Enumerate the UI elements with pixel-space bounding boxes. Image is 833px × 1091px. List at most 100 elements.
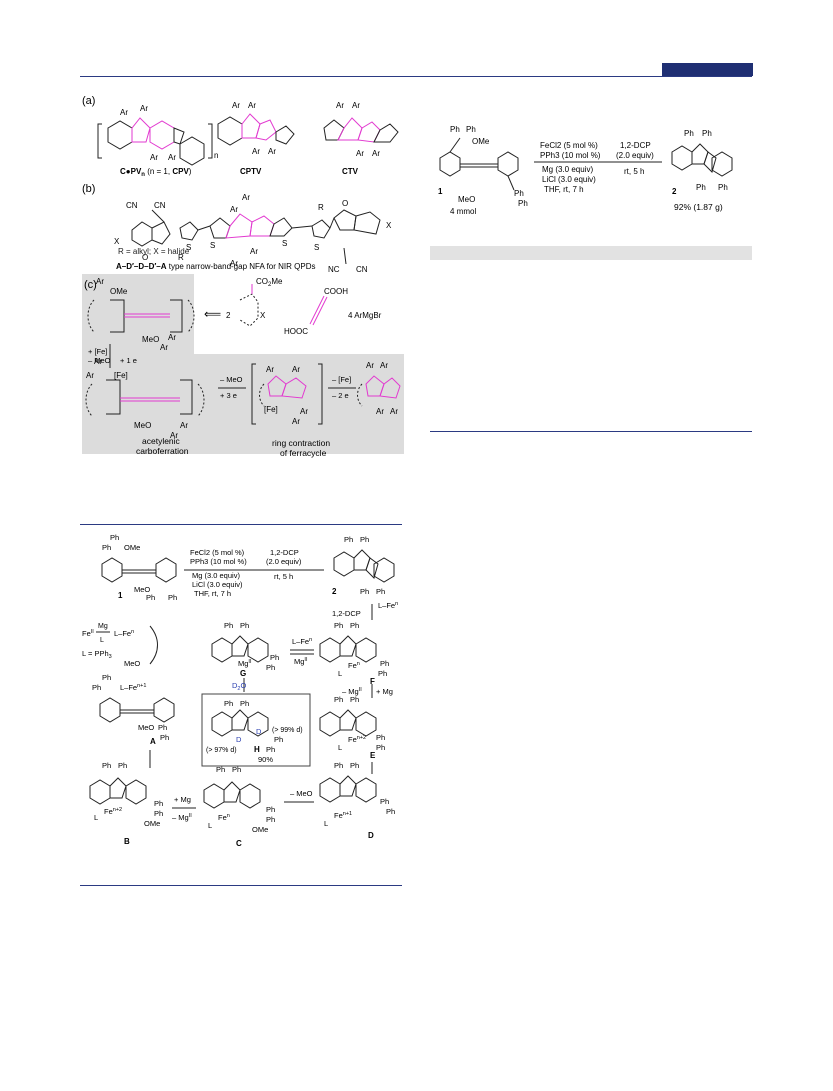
nfa-o2: O [342,199,348,208]
m-e-ph1: Ph [334,695,343,704]
nfa-legend-text: R = alkyl; X = halide [118,247,190,256]
c-cooh: COOH [324,287,348,296]
rs-cmpd2 [671,143,733,177]
m-b-ph4: Ph [154,809,163,818]
m-c-ph1: Ph [216,765,225,774]
c-ome1: OMe [110,287,128,296]
nfa-o1: O [142,253,148,262]
rs-cmpd1-amount: 4 mmol [450,207,476,216]
c-fc-ar3: Ar [300,407,308,416]
m-E [319,709,377,737]
m-reagent-2: Mg (3.0 equiv) [192,571,240,580]
m-p-ph3: Ph [360,587,369,596]
nfa-structure [131,209,381,265]
ctv-ar2: Ar [352,101,360,110]
c-caption1b: carboferration [136,446,189,456]
c-step3a: – [Fe] [332,375,351,384]
m-f-ph1: Ph [334,621,343,630]
cpv-caption: C●PVn (n = 1, CPV) [120,167,192,178]
figure-1-svg: (a) Ar Ar Ar Ar n C●PVn (n = 1, CPV) Ar … [82,95,404,458]
c-building-block [239,284,259,327]
m-reagent2-0: 1,2-DCP [270,548,299,557]
m-lfe-out: L–Fen [378,601,398,610]
nfa-r1: R [178,253,184,262]
m-A-label: A [150,737,156,746]
cpv-ar1: Ar [120,108,128,117]
m-bc-plus-mg: + Mg [174,795,191,804]
m-reagent-3: LiCl (3.0 equiv) [192,580,243,589]
m-d-ph4: Ph [386,807,395,816]
c-diacid [309,295,328,326]
rs-cmpd2: 2 [672,187,677,196]
m-cmpd2: 2 [332,587,337,596]
nfa-ar3: Ar [250,247,258,256]
rs-p-ph4: Ph [718,183,728,192]
m-B [89,777,147,805]
m-ph4: Ph [168,593,177,602]
m-H [211,709,269,737]
rs-ph4: Ph [518,199,528,208]
m-fe-ii: FeII [82,629,94,638]
cptv-ar1: Ar [232,101,240,110]
c-step1b: – MeO [88,356,111,365]
c-fc-ar4: Ar [292,417,300,426]
m-meo: MeO [134,585,150,594]
rs-reagent-3: LiCl (3.0 equiv) [542,175,596,184]
c-step3b: – 2 e [332,391,349,400]
rs-cmpd1: 1 [438,187,443,196]
cpv-ar3: Ar [150,153,158,162]
panel-a-label: (a) [82,95,95,107]
m-h-ph3: Ph [274,735,283,744]
c-int1-ar2: Ar [86,371,94,380]
m-H-label: H [254,745,260,754]
mechanism-svg: Ph Ph OMe MeO Ph Ph 1 FeCl2 (5 mol %) PP… [82,533,398,848]
rs-p-ph1: Ph [684,129,694,138]
m-d-fe: Fen+1 [334,811,352,820]
m-g-mg: MgII [238,659,252,668]
m-e-ph3: Ph [376,733,385,742]
m-a-ph2: Ph [92,683,101,692]
c-two: 2 [226,311,231,320]
rs-reagent-2: Mg (3.0 equiv) [542,165,593,174]
m-F [319,635,377,663]
cpv-structure [97,117,213,166]
c-ferracycle [251,363,323,425]
rs-reagent-0: FeCl2 (5 mol %) [540,141,598,150]
m-d2o: D2O [232,681,246,692]
c-p-ar4: Ar [390,407,398,416]
mech-bottom-rule [80,885,402,886]
m-reagent-0: FeCl2 (5 mol %) [190,548,245,557]
cpv-n: n [214,151,218,160]
m-d-ph1: Ph [334,761,343,770]
m-mg-label: Mg [98,623,108,630]
mechanism-scheme: Ph Ph OMe MeO Ph Ph 1 FeCl2 (5 mol %) PP… [80,528,405,878]
c-co2me: CO2Me [256,277,283,288]
c-retro-arrow: ⟸ [204,307,221,321]
ctv-ar3: Ar [356,149,364,158]
m-cd-minus-meo: – MeO [290,789,313,798]
c-fc-fe: [Fe] [264,405,278,414]
nfa-r2: R [318,203,324,212]
c-int1-ar4: Ar [170,431,178,440]
m-g-ph1: Ph [224,621,233,630]
ctv-ar4: Ar [372,149,380,158]
right-gray-band [430,246,752,260]
c-ar2: Ar [168,333,176,342]
m-d-ph2: Ph [350,761,359,770]
c-fc-ar2: Ar [292,365,300,374]
nfa-s3: S [282,239,287,248]
c-step2a: – MeO [220,375,243,384]
m-f-ph3: Ph [380,659,389,668]
rs-yield: 92% (1.87 g) [674,202,723,212]
rs-p-ph2: Ph [702,129,712,138]
m-a-ph1: Ph [102,673,111,682]
m-l-fen: L–Fen [114,629,134,638]
c-caption1a: acetylenic [142,436,181,446]
c-int1-fe: [Fe] [114,371,128,380]
m-g-ph4: Ph [266,663,275,672]
m-g-ph2: Ph [240,621,249,630]
m-b-ph2: Ph [118,761,127,770]
m-reagent2-1: (2.0 equiv) [266,557,302,566]
m-F-label: F [370,677,375,686]
m-B-label: B [124,837,130,846]
